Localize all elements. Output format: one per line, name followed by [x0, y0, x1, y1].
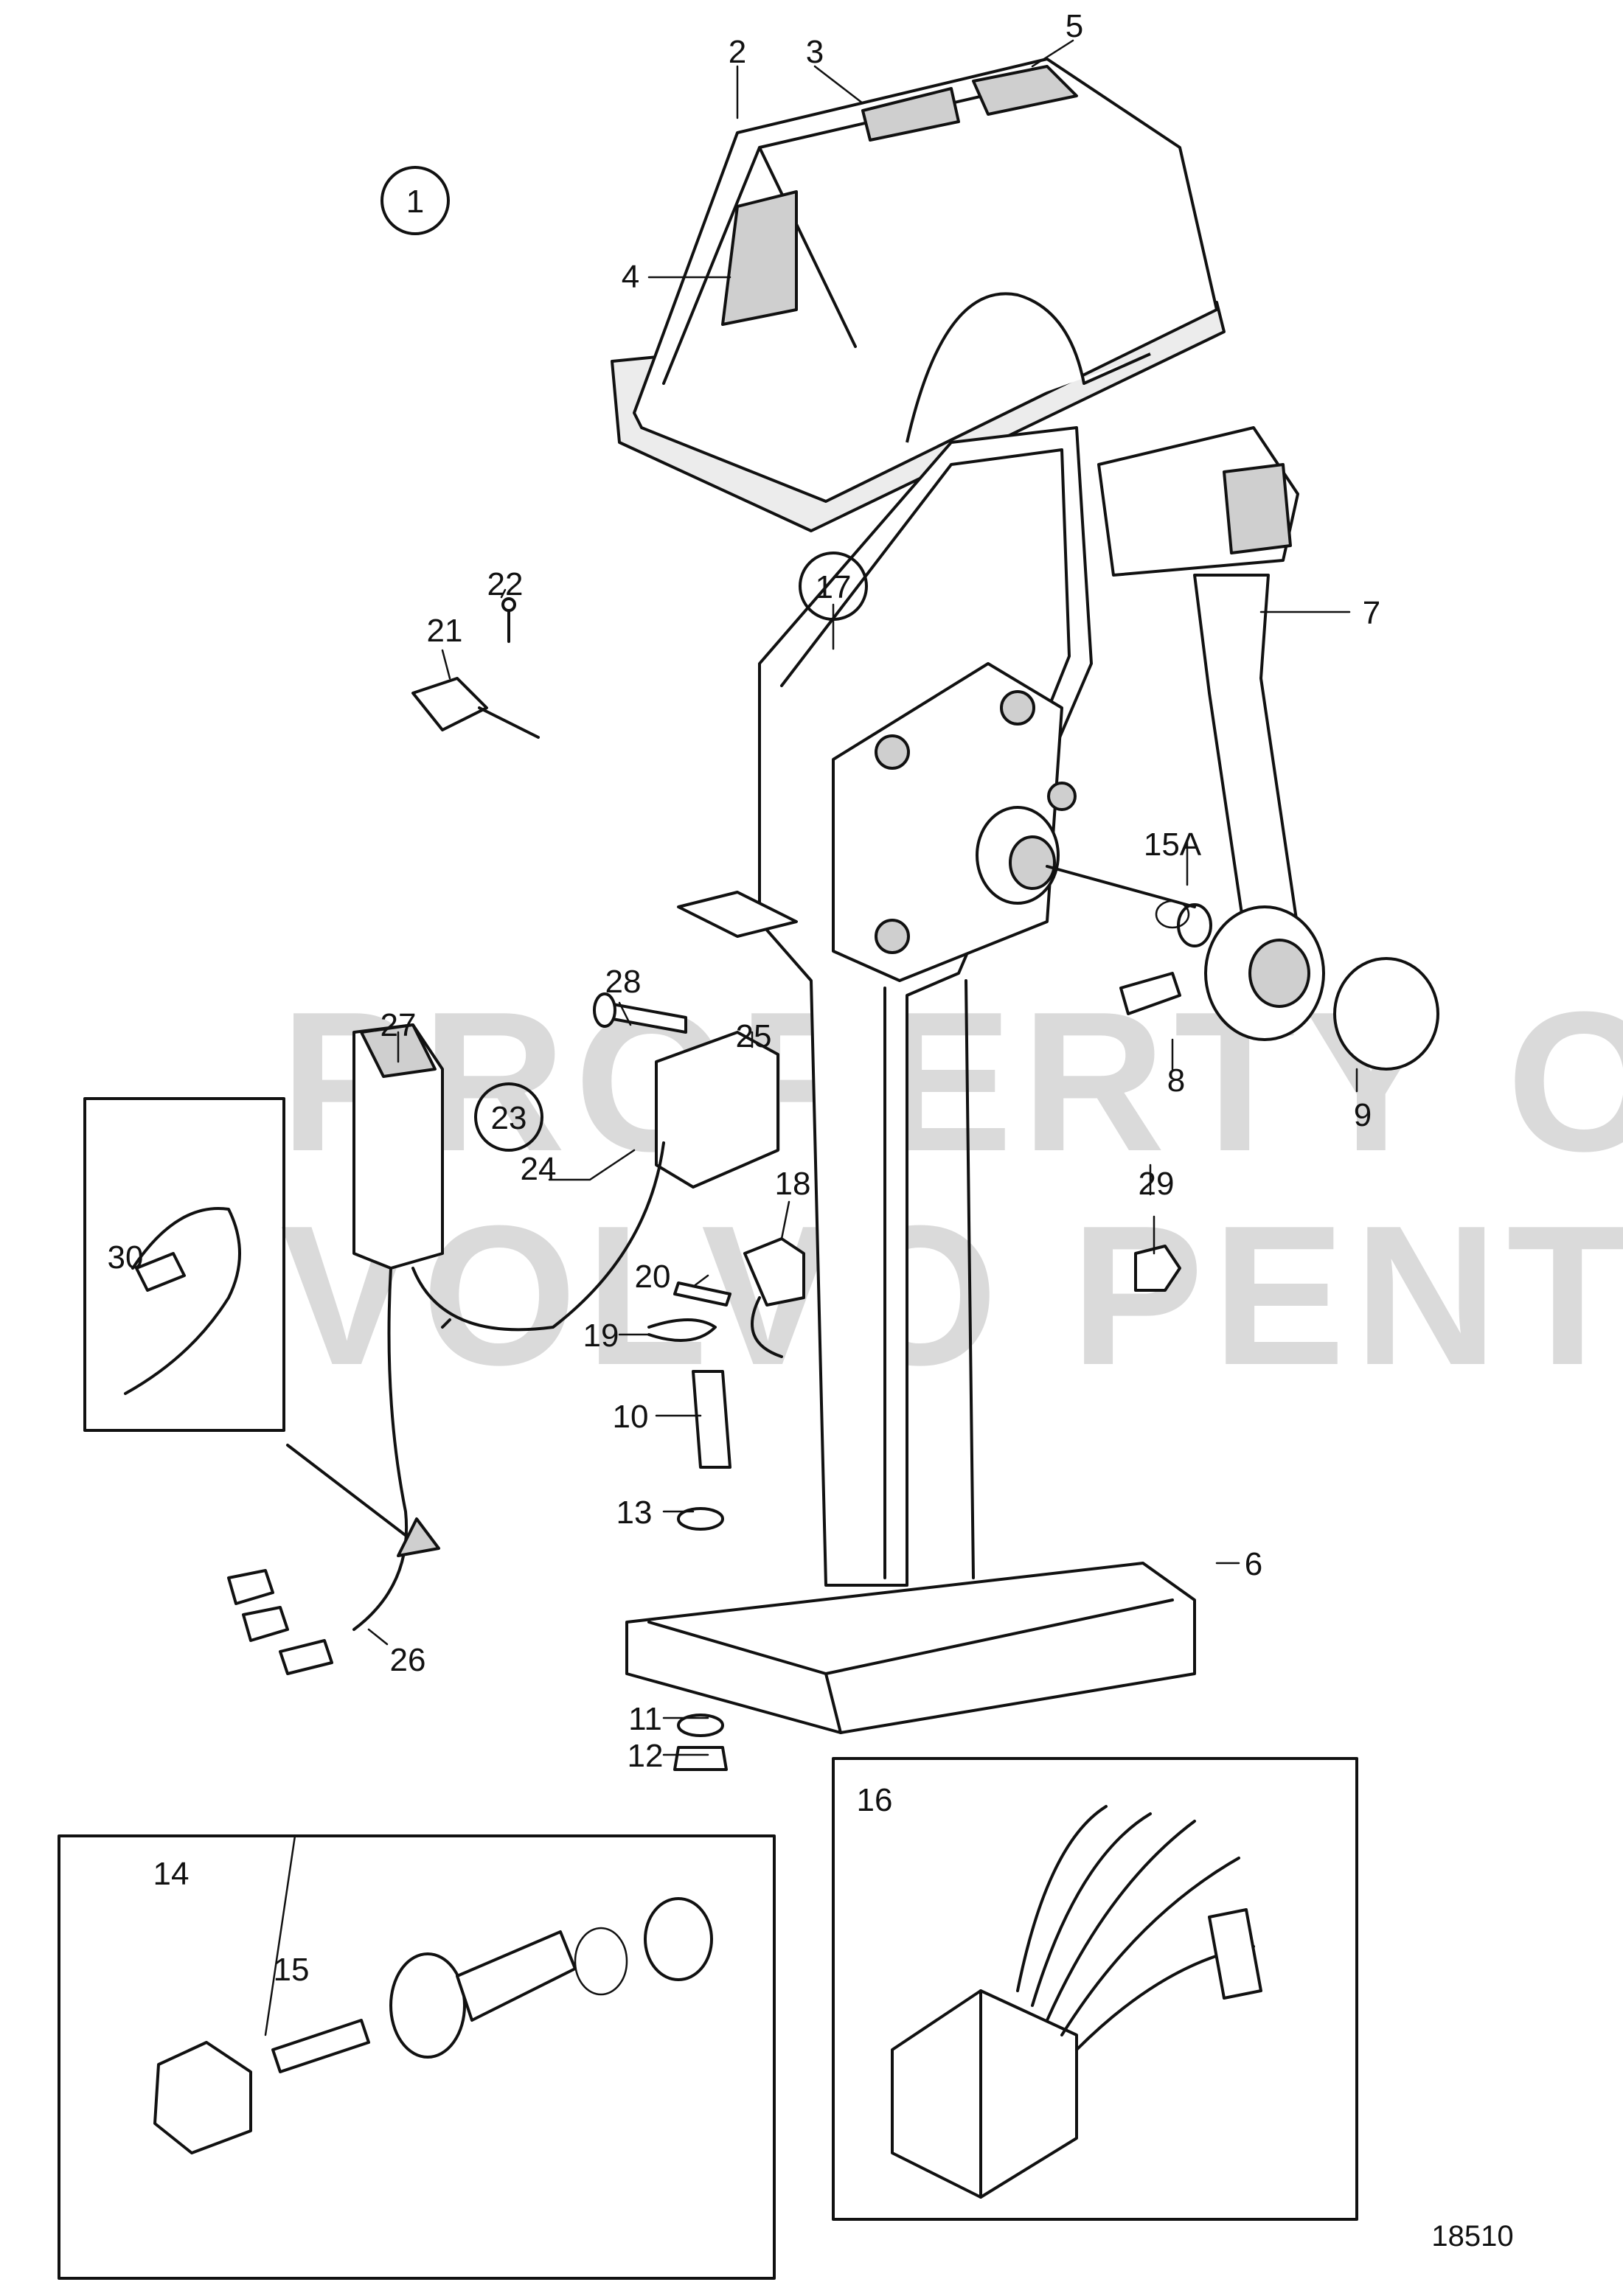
small-parts [227, 597, 1190, 1771]
callout-9: 9 [1354, 1097, 1372, 1133]
callout-5: 5 [1066, 8, 1083, 44]
callout-19: 19 [583, 1318, 619, 1354]
callout-8: 8 [1167, 1062, 1185, 1099]
callout-18: 18 [775, 1166, 811, 1202]
callout-28: 28 [605, 964, 642, 1000]
callout-7: 7 [1363, 595, 1380, 631]
callout-20: 20 [635, 1259, 671, 1295]
callout-25: 25 [736, 1018, 772, 1054]
callout-13: 13 [616, 1495, 653, 1531]
callout-15a: 15A [1144, 827, 1202, 863]
callout-11: 11 [628, 1701, 662, 1737]
leader-lines [264, 39, 1358, 2036]
callout-3: 3 [806, 34, 824, 70]
callout-22: 22 [487, 566, 524, 602]
callout-26: 26 [390, 1642, 426, 1678]
callout-29: 29 [1139, 1166, 1175, 1202]
callout-1: 1 [406, 184, 424, 220]
callout-12: 12 [628, 1738, 664, 1774]
callout-2: 2 [729, 34, 746, 70]
callout-4: 4 [622, 259, 639, 295]
callout-10: 10 [613, 1399, 649, 1435]
callout-23: 23 [491, 1100, 527, 1136]
callout-21: 21 [427, 613, 463, 649]
callout-24: 24 [521, 1151, 557, 1187]
callouts: 1 2 3 5 4 7 17 15A 8 9 6 11 12 13 10 19 … [108, 8, 1514, 2252]
callout-15: 15 [274, 1952, 310, 1988]
inset-fuse-holder [58, 1834, 776, 2280]
cover-assembly [611, 58, 1226, 532]
inset-wiring-harness [832, 1757, 1358, 2221]
control-lever-assembly [1097, 426, 1439, 1071]
callout-6: 6 [1245, 1546, 1262, 1582]
figure-number: 18510 [1431, 2220, 1513, 2252]
callout-30: 30 [108, 1239, 144, 1276]
callout-16: 16 [857, 1782, 893, 1818]
callout-27: 27 [380, 1007, 417, 1043]
inset-cable-tie [83, 1097, 440, 1557]
callout-17: 17 [816, 569, 852, 605]
callout-14: 14 [153, 1856, 190, 1892]
watermark-line-2: VOLVO PENTA [280, 1185, 1623, 1407]
control-housing [625, 426, 1196, 1734]
